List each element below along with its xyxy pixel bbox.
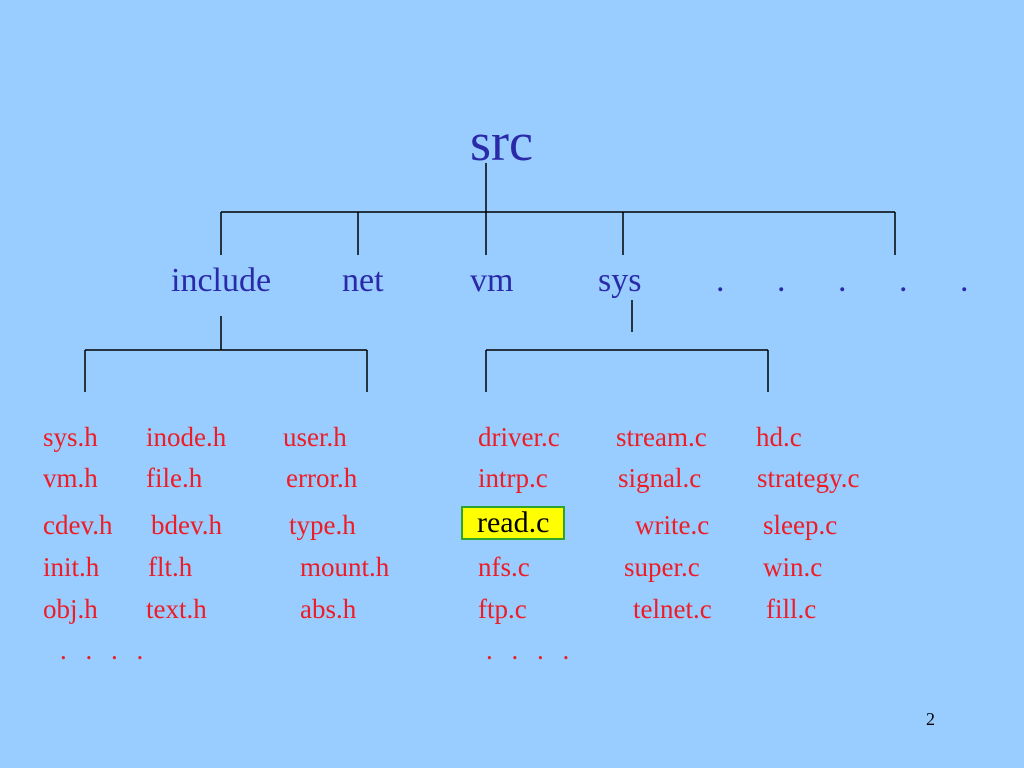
file-sys-h: sys.h — [43, 422, 98, 452]
file-ftp-c: ftp.c — [478, 594, 527, 624]
file-type-h: type.h — [289, 510, 356, 540]
directory-more-ellipsis: . . . . . — [716, 262, 991, 299]
include-files-ellipsis: . . . . — [60, 635, 150, 665]
file-init-h: init.h — [43, 552, 100, 582]
file-vm-h: vm.h — [43, 463, 98, 493]
sys-files-ellipsis: . . . . — [486, 635, 576, 665]
file-inode-h: inode.h — [146, 422, 227, 452]
directory-vm: vm — [470, 262, 514, 299]
file-file-h: file.h — [146, 463, 203, 493]
file-win-c: win.c — [763, 552, 823, 582]
page-number: 2 — [926, 709, 935, 729]
file-strategy-c: strategy.c — [757, 463, 860, 493]
file-sleep-c: sleep.c — [763, 510, 838, 540]
file-nfs-c: nfs.c — [478, 552, 530, 582]
file-stream-c: stream.c — [616, 422, 707, 452]
file-telnet-c: telnet.c — [633, 594, 712, 624]
highlighted-file-read-c: read.c — [461, 506, 566, 540]
file-user-h: user.h — [283, 422, 347, 452]
directory-net: net — [342, 262, 384, 299]
file-write-c: write.c — [635, 510, 710, 540]
file-error-h: error.h — [286, 463, 358, 493]
directory-sys: sys — [598, 262, 642, 299]
root-node-src: src — [470, 112, 533, 172]
file-bdev-h: bdev.h — [151, 510, 222, 540]
file-mount-h: mount.h — [300, 552, 390, 582]
file-obj-h: obj.h — [43, 594, 98, 624]
file-cdev-h: cdev.h — [43, 510, 113, 540]
file-intrp-c: intrp.c — [478, 463, 548, 493]
file-flt-h: flt.h — [148, 552, 193, 582]
directory-include: include — [171, 262, 272, 299]
file-abs-h: abs.h — [300, 594, 357, 624]
file-driver-c: driver.c — [478, 422, 560, 452]
file-text-h: text.h — [146, 594, 207, 624]
file-hd-c: hd.c — [756, 422, 802, 452]
file-super-c: super.c — [624, 552, 700, 582]
file-fill-c: fill.c — [766, 594, 817, 624]
file-signal-c: signal.c — [618, 463, 702, 493]
